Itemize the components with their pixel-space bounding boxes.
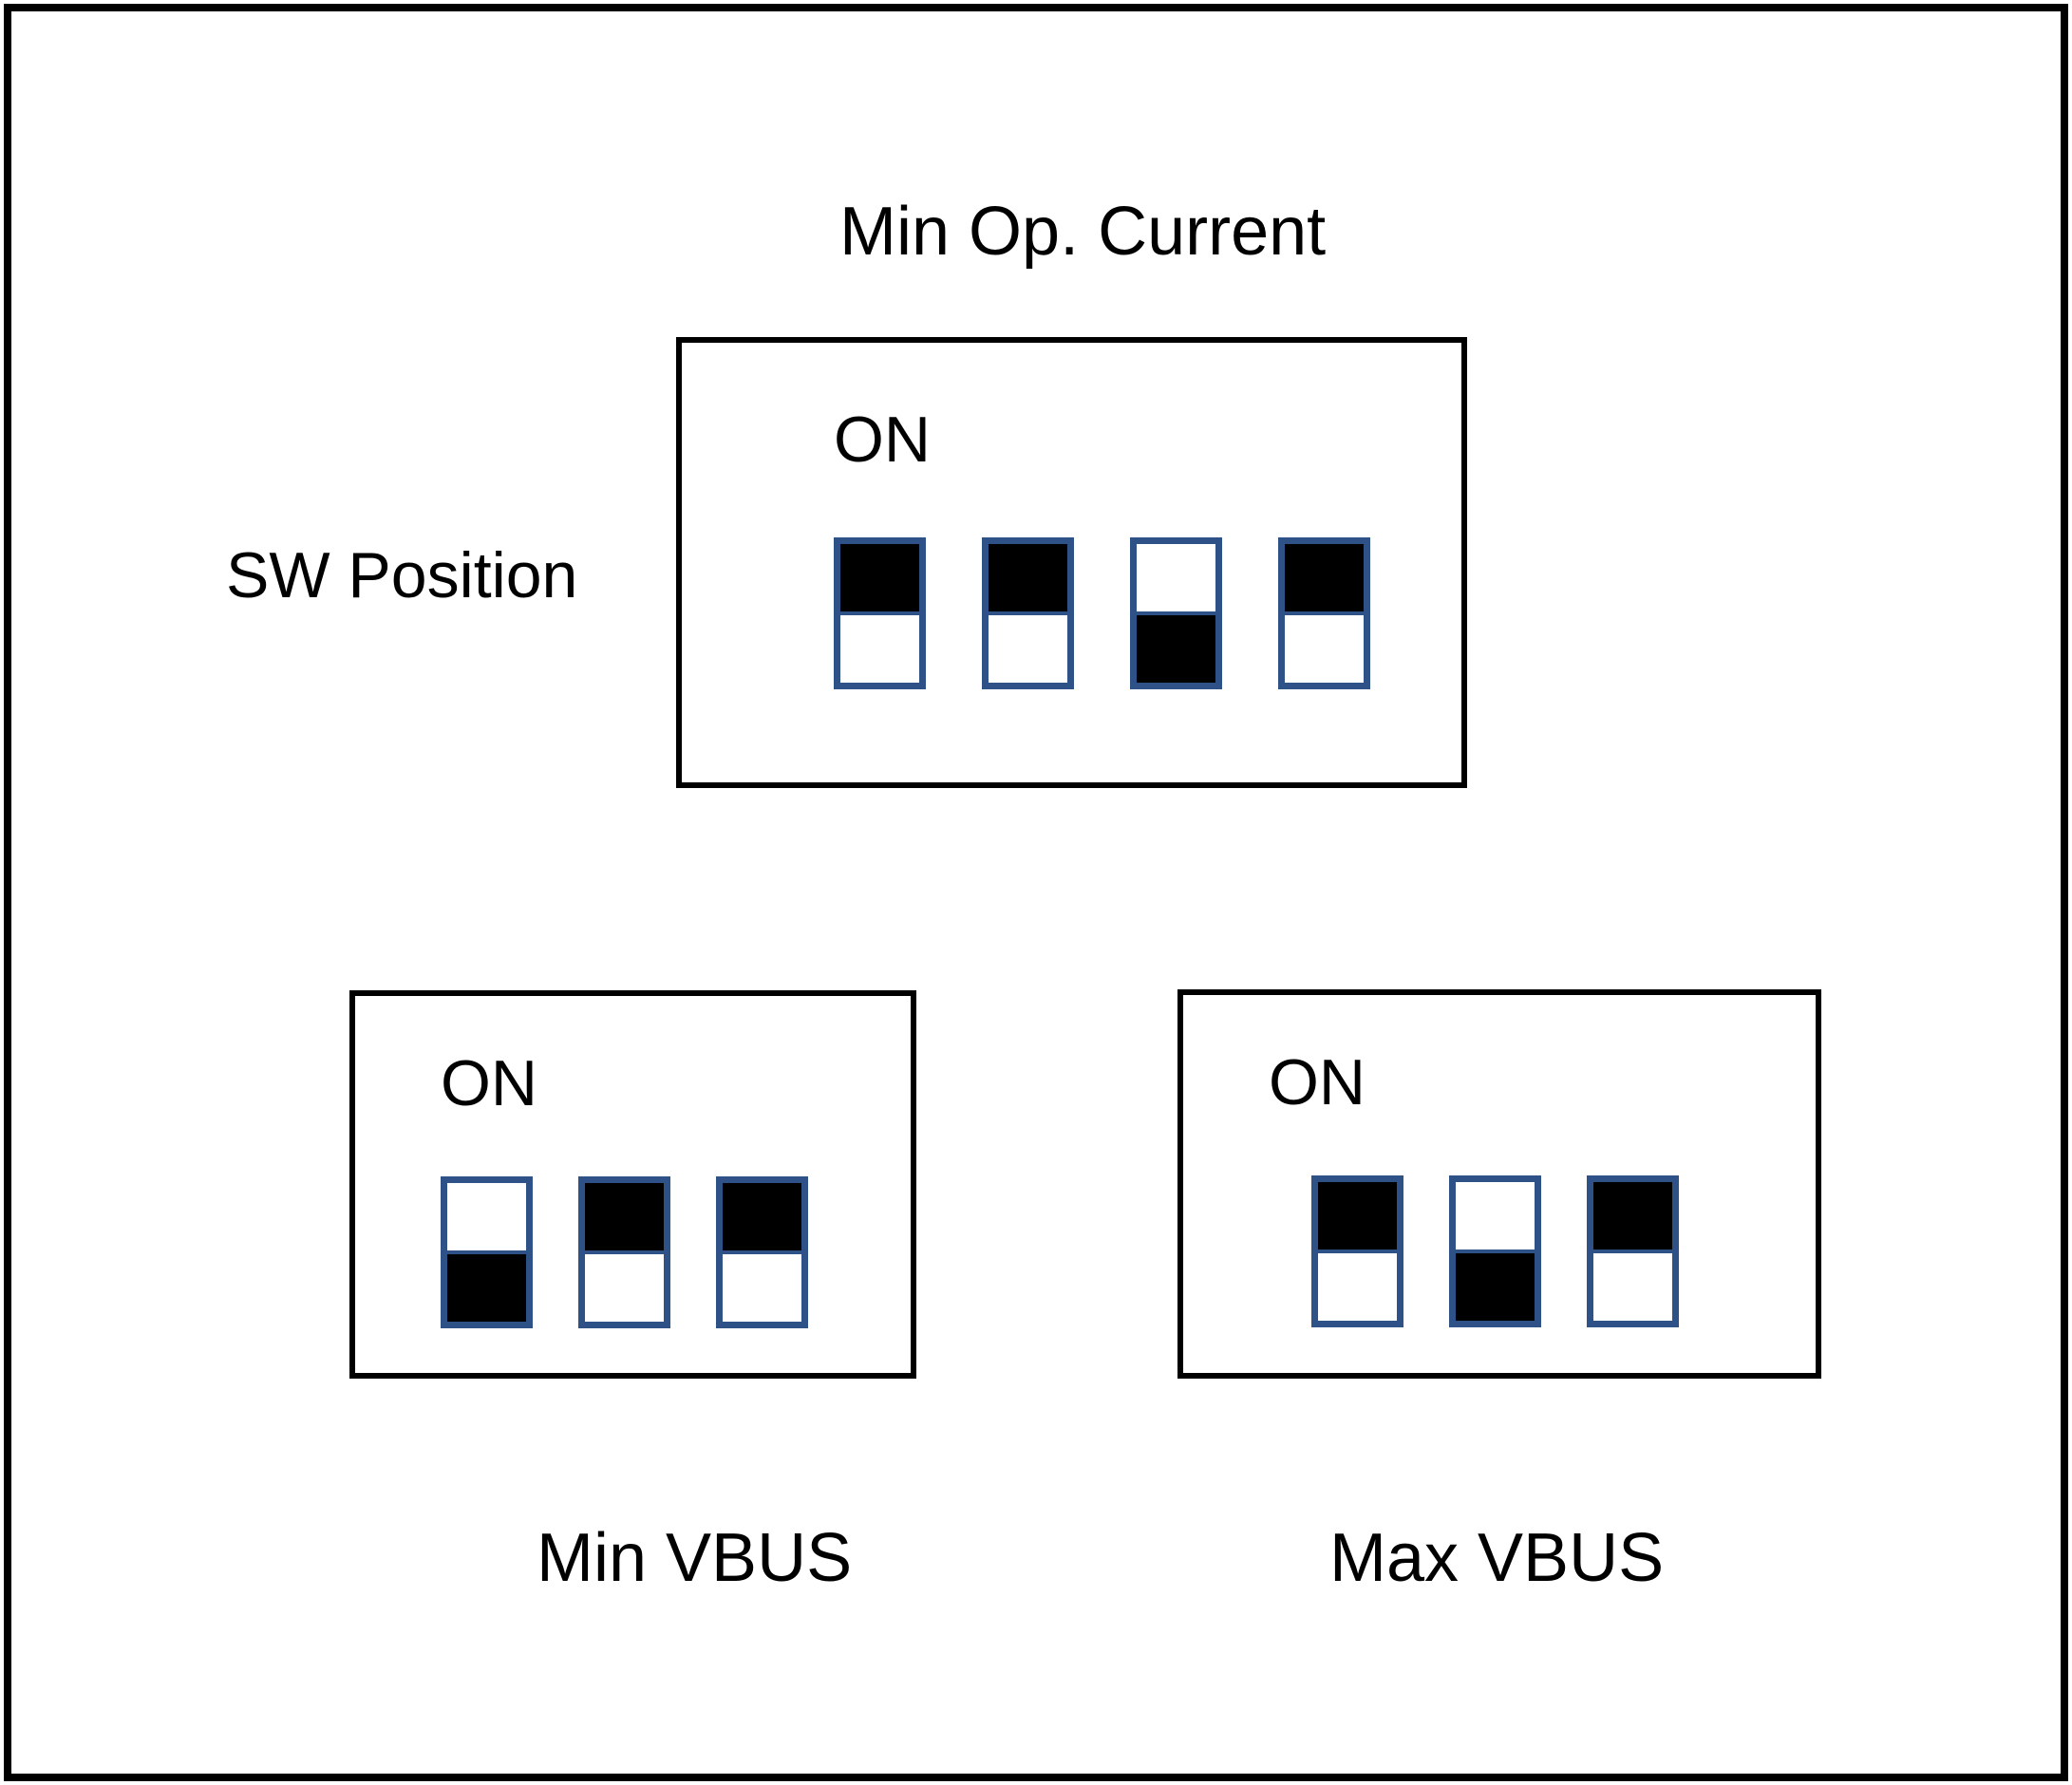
dip-switch-1-min-vbus[interactable] xyxy=(441,1176,533,1328)
outer-frame xyxy=(4,4,2068,1781)
dip-switch-row-min-vbus xyxy=(441,1176,808,1328)
switch-block-min-op-current: ON xyxy=(676,337,1467,788)
dip-switch-half-top xyxy=(723,1183,801,1254)
dip-switch-half-bottom xyxy=(1456,1250,1535,1321)
dip-switch-half-top xyxy=(1318,1182,1397,1253)
dip-switch-half-bottom xyxy=(1593,1253,1672,1321)
dip-switch-row-min-op-current xyxy=(834,537,1370,689)
dip-switch-half-top xyxy=(1593,1182,1672,1253)
min-op-current-title: Min Op. Current xyxy=(839,194,1327,270)
on-label-min-vbus: ON xyxy=(441,1047,537,1119)
dip-switch-half-top xyxy=(840,544,919,615)
dip-switch-half-bottom xyxy=(447,1250,526,1322)
on-label-max-vbus: ON xyxy=(1269,1046,1366,1118)
dip-switch-3-min-vbus[interactable] xyxy=(716,1176,808,1328)
dip-switch-half-top xyxy=(989,544,1067,615)
caption-max-vbus: Max VBUS xyxy=(1329,1520,1665,1596)
dip-switch-row-max-vbus xyxy=(1311,1175,1679,1327)
caption-min-vbus: Min VBUS xyxy=(537,1520,853,1596)
dip-switch-2-min-op-current[interactable] xyxy=(982,537,1074,689)
switch-block-max-vbus: ON xyxy=(1177,989,1821,1379)
dip-switch-half-bottom xyxy=(723,1254,801,1322)
dip-switch-half-bottom xyxy=(585,1254,664,1322)
dip-switch-half-top xyxy=(1285,544,1364,615)
dip-switch-3-max-vbus[interactable] xyxy=(1587,1175,1679,1327)
dip-switch-half-bottom xyxy=(840,615,919,683)
dip-switch-1-max-vbus[interactable] xyxy=(1311,1175,1403,1327)
dip-switch-half-bottom xyxy=(989,615,1067,683)
dip-switch-half-top xyxy=(1137,544,1215,611)
dip-switch-half-top xyxy=(447,1183,526,1250)
dip-switch-half-top xyxy=(1456,1182,1535,1250)
dip-switch-3-min-op-current[interactable] xyxy=(1130,537,1222,689)
dip-switch-half-top xyxy=(585,1183,664,1254)
dip-switch-half-bottom xyxy=(1318,1253,1397,1321)
dip-switch-half-bottom xyxy=(1137,611,1215,683)
on-label-min-op-current: ON xyxy=(834,404,931,476)
dip-switch-half-bottom xyxy=(1285,615,1364,683)
switch-block-min-vbus: ON xyxy=(349,990,916,1379)
dip-switch-2-min-vbus[interactable] xyxy=(578,1176,670,1328)
dip-switch-2-max-vbus[interactable] xyxy=(1449,1175,1541,1327)
sw-position-label: SW Position xyxy=(226,539,578,611)
dip-switch-1-min-op-current[interactable] xyxy=(834,537,926,689)
dip-switch-4-min-op-current[interactable] xyxy=(1278,537,1370,689)
